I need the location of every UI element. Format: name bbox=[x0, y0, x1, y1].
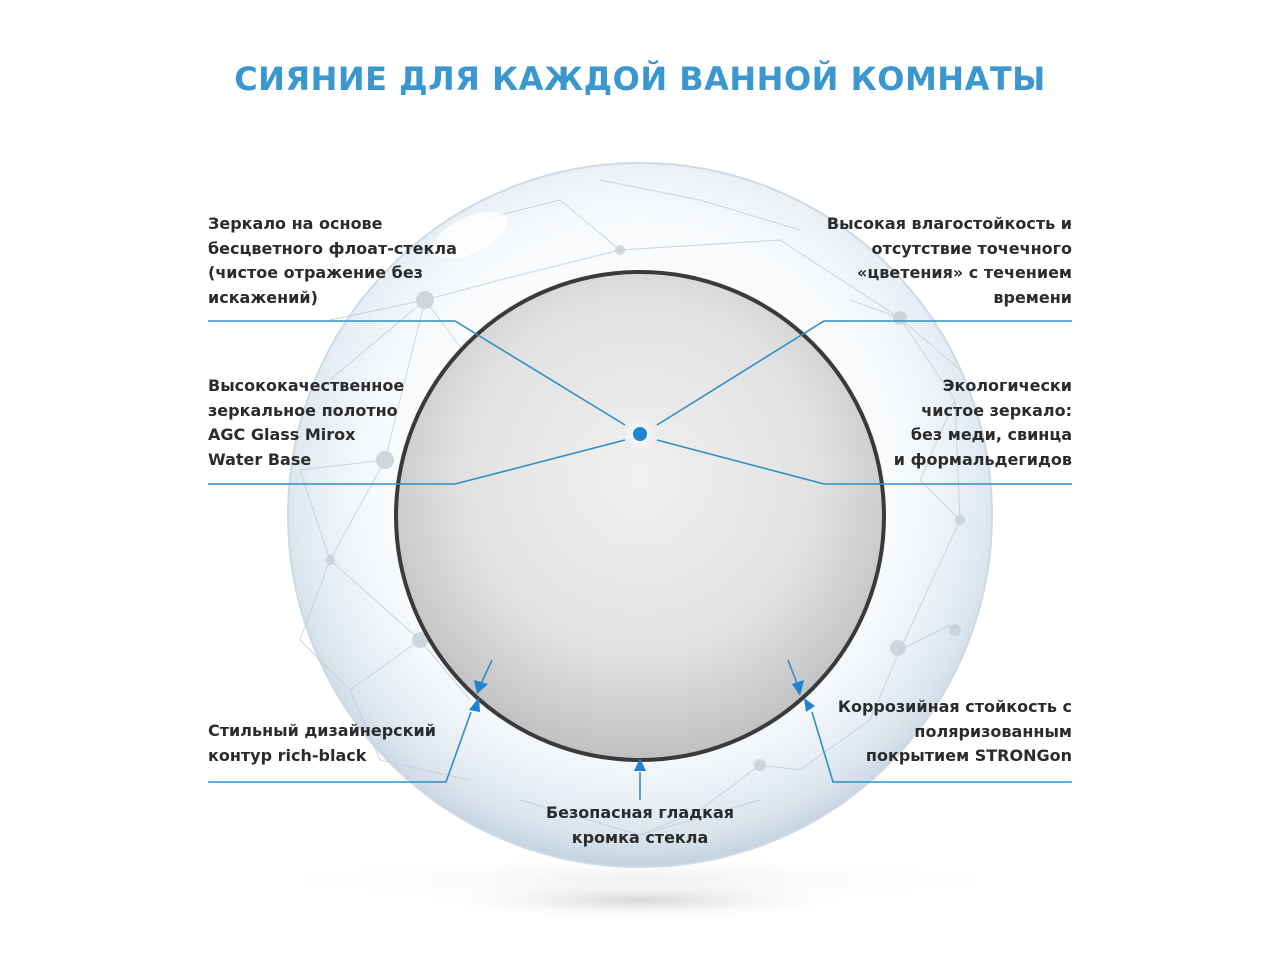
callout-line-bottom-left bbox=[208, 711, 472, 783]
callout-mid-right: Экологически чистое зеркало: без меди, с… bbox=[893, 376, 1072, 469]
callout-bottom-left: Стильный дизайнерский контур rich-black bbox=[208, 721, 436, 765]
callout-line-mid-left bbox=[208, 439, 626, 485]
callout-top-left: Зеркало на основе бесцветного флоат-стек… bbox=[208, 214, 457, 307]
callout-bottom-right: Коррозийная стойкость с поляризованным п… bbox=[837, 697, 1072, 765]
center-dot-icon bbox=[633, 427, 647, 441]
callout-line-bottom-right bbox=[811, 711, 1072, 783]
arrow-up-bottom-icon bbox=[634, 758, 646, 771]
callout-bottom-center: Безопасная гладкая кромка стекла bbox=[545, 803, 735, 847]
callout-line-top-left bbox=[208, 320, 626, 426]
arrow-up-right-icon bbox=[804, 698, 815, 712]
callout-mid-left: Высококачественное зеркальное полотно AG… bbox=[208, 376, 405, 469]
arrow-down-left-icon bbox=[474, 680, 488, 694]
arrow-down-right-icon bbox=[792, 680, 804, 696]
callout-lines bbox=[208, 320, 1072, 800]
round-mirror bbox=[394, 270, 886, 762]
arrowheads bbox=[469, 680, 815, 771]
callout-line-top-right bbox=[656, 320, 1072, 426]
page-title: СИЯНИЕ ДЛЯ КАЖДОЙ ВАННОЙ КОМНАТЫ bbox=[234, 60, 1046, 98]
callout-line-mid-right bbox=[656, 439, 1072, 485]
callout-top-right: Высокая влагостойкость и отсутствие точе… bbox=[826, 214, 1072, 307]
arrow-up-left-icon bbox=[469, 697, 480, 712]
network-nodes bbox=[325, 245, 965, 771]
